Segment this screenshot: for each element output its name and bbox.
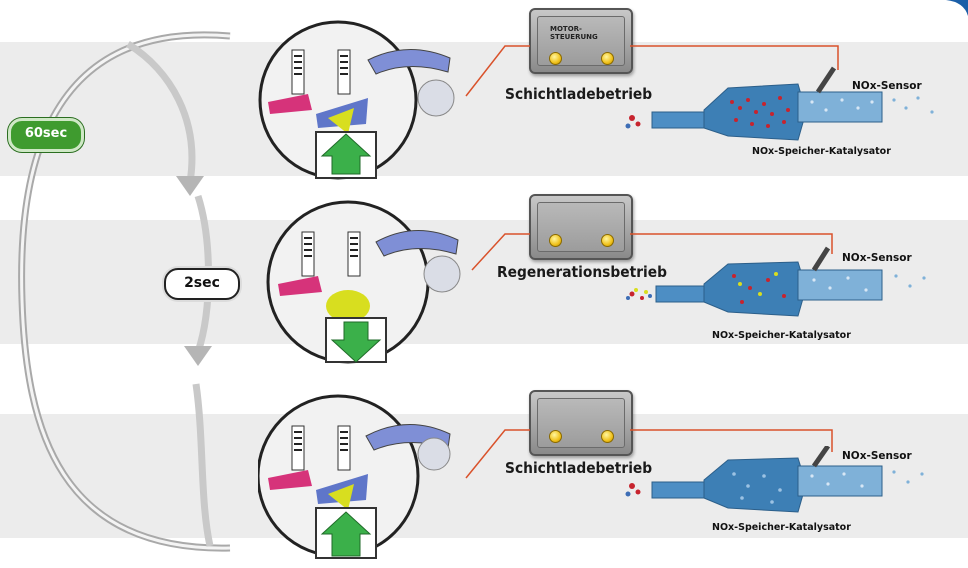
mode-label-3: Schichtladebetrieb xyxy=(505,459,653,477)
interval-label-2sec: 2sec xyxy=(184,275,220,291)
ecu-label: MOTOR- STEUERUNG xyxy=(550,25,598,41)
mode-label-1: Schichtladebetrieb xyxy=(505,85,653,103)
catalyst-2 xyxy=(626,246,926,317)
ecu-led-right xyxy=(601,52,614,65)
mode-label-2: Regenerationsbetrieb xyxy=(497,263,667,281)
interval-badge-60sec: 60sec xyxy=(8,118,84,152)
engine-cylinder-1 xyxy=(258,20,455,180)
ecu-box-3 xyxy=(529,390,633,456)
sensor-label-3: NOx-Sensor xyxy=(842,450,912,462)
interval-badge-2sec: 2sec xyxy=(164,268,240,300)
engine-cylinder-2 xyxy=(266,200,461,364)
catalyst-1 xyxy=(625,66,934,141)
ecu-led-left xyxy=(549,430,562,443)
ecu-led-right xyxy=(601,430,614,443)
sensor-label-1: NOx-Sensor xyxy=(852,80,922,92)
catalyst-label-3: NOx-Speicher-Katalysator xyxy=(712,522,851,533)
catalyst-3 xyxy=(625,446,924,513)
engine-cylinder-3 xyxy=(258,394,451,559)
sensor-label-2: NOx-Sensor xyxy=(842,252,912,264)
logo-fragment xyxy=(946,0,968,16)
ecu-led-right xyxy=(601,234,614,247)
interval-label-60sec: 60sec xyxy=(24,126,68,141)
ecu-led-left xyxy=(549,234,562,247)
ecu-led-left xyxy=(549,52,562,65)
ecu-box-1: MOTOR- STEUERUNG xyxy=(529,8,633,74)
ecu-box-2 xyxy=(529,194,633,260)
catalyst-label-1: NOx-Speicher-Katalysator xyxy=(752,146,891,157)
catalyst-label-2: NOx-Speicher-Katalysator xyxy=(712,330,851,341)
